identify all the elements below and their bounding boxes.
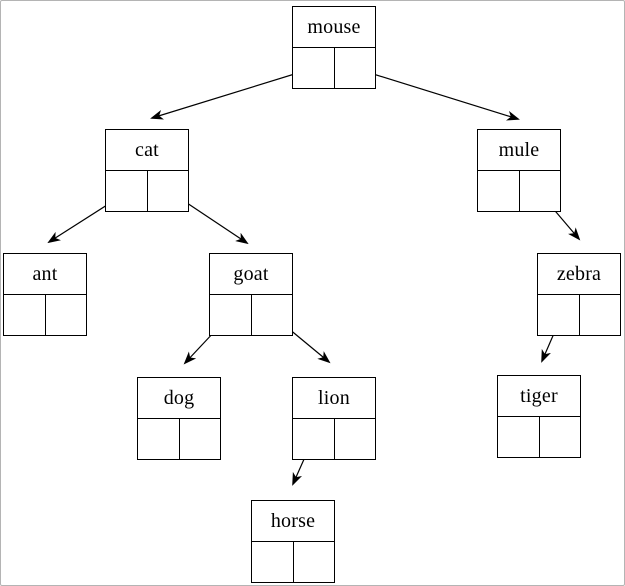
tree-node-tiger: tiger: [497, 375, 581, 458]
right-pointer-cell: [146, 171, 189, 211]
tree-node-horse: horse: [251, 500, 335, 583]
tree-node-zebra: zebra: [537, 253, 621, 336]
pointer-cells: [293, 419, 375, 459]
node-label: dog: [138, 378, 220, 419]
node-label: zebra: [538, 254, 620, 295]
pointer-cells: [210, 295, 292, 335]
tree-node-cat: cat: [105, 129, 189, 212]
pointer-cells: [4, 295, 86, 335]
node-label: mouse: [293, 7, 375, 48]
right-pointer-cell: [292, 542, 335, 582]
right-pointer-cell: [333, 48, 376, 88]
node-label: mule: [478, 130, 560, 171]
left-pointer-cell: [138, 419, 179, 459]
tree-node-ant: ant: [3, 253, 87, 336]
arrow-mouse-left-to-cat: [150, 67, 315, 120]
pointer-cells: [478, 171, 560, 211]
tree-node-mule: mule: [477, 129, 561, 212]
left-pointer-cell: [252, 542, 293, 582]
pointer-cells: [498, 417, 580, 457]
left-pointer-cell: [210, 295, 251, 335]
tree-node-goat: goat: [209, 253, 293, 336]
node-label: tiger: [498, 376, 580, 417]
node-label: ant: [4, 254, 86, 295]
tree-node-dog: dog: [137, 377, 221, 460]
pointer-cells: [138, 419, 220, 459]
left-pointer-cell: [478, 171, 519, 211]
left-pointer-cell: [538, 295, 579, 335]
left-pointer-cell: [4, 295, 45, 335]
node-label: horse: [252, 501, 334, 542]
arrow-mouse-right-to-mule: [353, 67, 520, 121]
tree-node-mouse: mouse: [292, 6, 376, 89]
left-pointer-cell: [293, 48, 334, 88]
node-label: lion: [293, 378, 375, 419]
right-pointer-cell: [250, 295, 293, 335]
right-pointer-cell: [178, 419, 221, 459]
pointer-cells: [252, 542, 334, 582]
right-pointer-cell: [44, 295, 87, 335]
pointer-cells: [106, 171, 188, 211]
left-pointer-cell: [498, 417, 539, 457]
tree-node-lion: lion: [292, 377, 376, 460]
pointer-cells: [538, 295, 620, 335]
left-pointer-cell: [106, 171, 147, 211]
node-label: goat: [210, 254, 292, 295]
pointer-cells: [293, 48, 375, 88]
node-label: cat: [106, 130, 188, 171]
left-pointer-cell: [293, 419, 334, 459]
right-pointer-cell: [538, 417, 581, 457]
right-pointer-cell: [333, 419, 376, 459]
right-pointer-cell: [578, 295, 621, 335]
right-pointer-cell: [518, 171, 561, 211]
